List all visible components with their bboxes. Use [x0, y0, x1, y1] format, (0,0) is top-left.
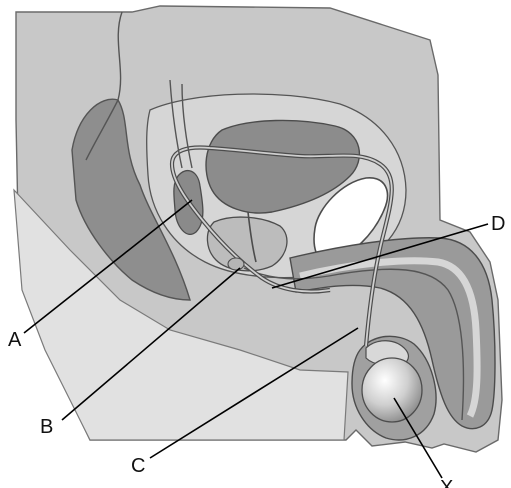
label-b: B: [40, 416, 53, 438]
label-d: D: [491, 213, 505, 235]
testis: [362, 358, 422, 422]
bulbourethral-gland: [228, 258, 244, 270]
label-x: X: [440, 477, 453, 488]
label-a: A: [8, 329, 22, 351]
prostate: [207, 217, 287, 271]
label-c: C: [131, 455, 145, 477]
